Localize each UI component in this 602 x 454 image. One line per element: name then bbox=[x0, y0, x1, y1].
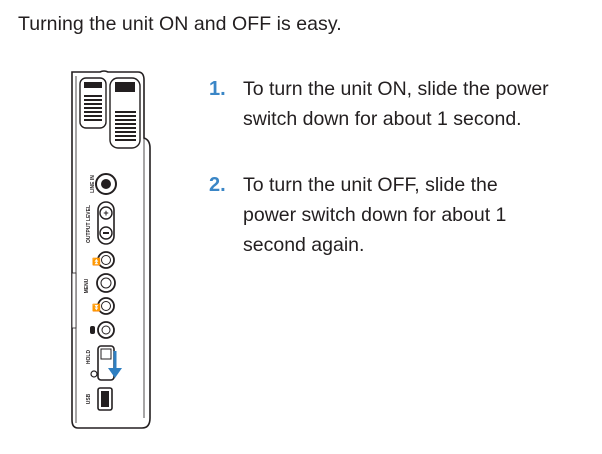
instruction-steps: 1. To turn the unit ON, slide the power … bbox=[209, 74, 594, 260]
step-text: To turn the unit ON, slide the power swi… bbox=[243, 78, 549, 130]
intro-text: Turning the unit ON and OFF is easy. bbox=[18, 13, 342, 35]
mic-grille-right bbox=[109, 77, 141, 149]
recorder-illustration: LINE IN + OUTPUT LEVEL ⏫ MENU ⏬ HOLD bbox=[71, 70, 151, 429]
step-text: To turn the unit OFF, slide the power sw… bbox=[243, 174, 507, 256]
output-level-buttons: + OUTPUT LEVEL bbox=[86, 201, 115, 245]
step-2: 2. To turn the unit OFF, slide the power… bbox=[209, 170, 594, 260]
power-switch: HOLD bbox=[86, 345, 115, 381]
line-in-jack: LINE IN bbox=[90, 173, 117, 195]
aux-button bbox=[90, 321, 115, 339]
navigation-buttons: ⏫ MENU ⏬ bbox=[71, 251, 116, 329]
step-1: 1. To turn the unit ON, slide the power … bbox=[209, 74, 594, 134]
slide-down-arrow-icon bbox=[108, 351, 122, 378]
usb-label: USB bbox=[86, 393, 92, 404]
mic-grille-left bbox=[79, 77, 107, 129]
step-number: 2. bbox=[209, 174, 226, 196]
output-level-label: OUTPUT LEVEL bbox=[86, 205, 92, 243]
line-in-label: LINE IN bbox=[90, 175, 96, 193]
svg-text:⏫: ⏫ bbox=[92, 257, 101, 266]
menu-label: MENU bbox=[84, 278, 90, 293]
usb-port: USB bbox=[86, 387, 113, 411]
svg-text:+: + bbox=[103, 208, 108, 218]
svg-text:⏬: ⏬ bbox=[92, 303, 101, 312]
hold-label: HOLD bbox=[86, 350, 92, 365]
device-body bbox=[71, 70, 151, 429]
step-number: 1. bbox=[209, 78, 226, 100]
